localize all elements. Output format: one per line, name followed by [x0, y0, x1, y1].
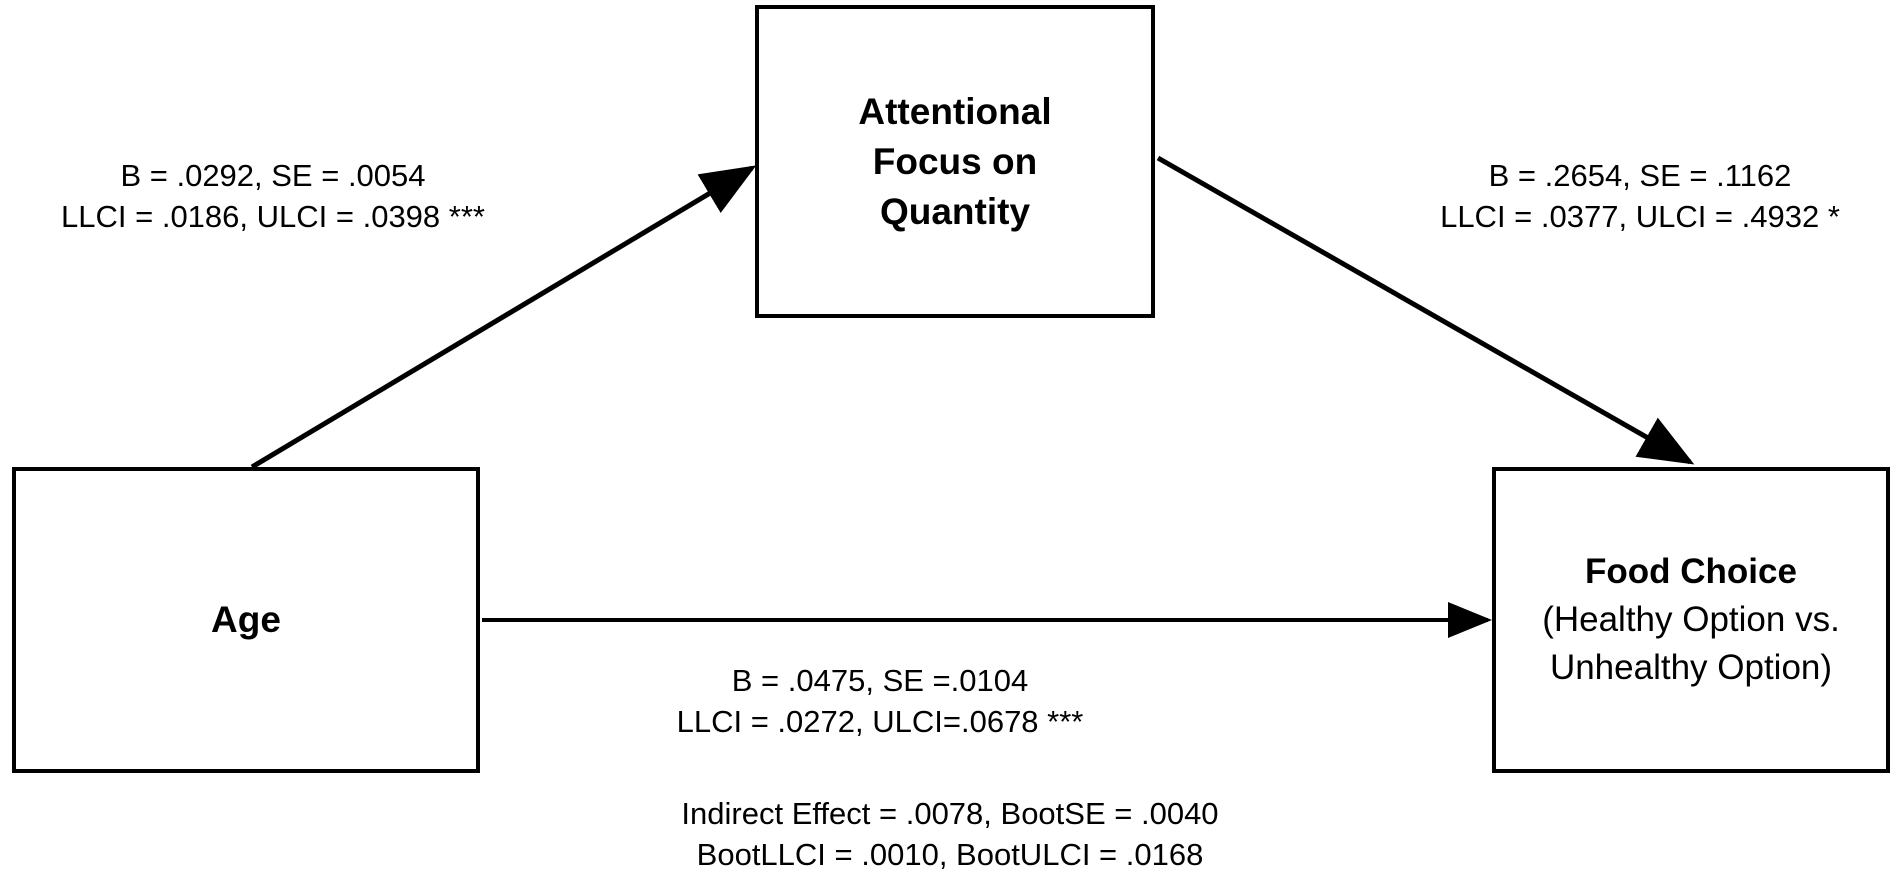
- edge-line-b-path: [1156, 155, 1695, 465]
- node-age: Age: [12, 467, 480, 773]
- edge-label-b-path: B = .2654, SE = .1162 LLCI = .0377, ULCI…: [1405, 155, 1875, 237]
- node-mediator-line-2: Focus on: [872, 140, 1038, 182]
- node-attentional-focus-on-quantity: Attentional Focus on Quantity: [755, 5, 1155, 318]
- node-outcome-line-3: Unhealthy Option): [1549, 648, 1833, 687]
- node-outcome-line-2: (Healthy Option vs.: [1542, 600, 1840, 639]
- node-mediator-line-3: Quantity: [879, 190, 1031, 232]
- edge-label-a-path-line-1: B = .0292, SE = .0054: [120, 158, 426, 193]
- edge-label-b-path-line-2: LLCI = .0377, ULCI = .4932 *: [1440, 199, 1840, 234]
- edge-line-a-path: [250, 165, 757, 470]
- node-outcome-line-1: Food Choice: [1585, 552, 1797, 591]
- edge-label-b-path-line-1: B = .2654, SE = .1162: [1488, 158, 1792, 193]
- edge-label-a-path: B = .0292, SE = .0054 LLCI = .0186, ULCI…: [38, 155, 508, 237]
- edge-label-c-path-line-1: B = .0475, SE =.0104: [731, 663, 1029, 698]
- indirect-effect-line-2: BootLLCI = .0010, BootULCI = .0168: [696, 837, 1204, 872]
- node-mediator-line-1: Attentional: [858, 90, 1052, 132]
- node-age-line-1: Age: [211, 599, 281, 640]
- edge-label-a-path-line-2: LLCI = .0186, ULCI = .0398 ***: [61, 199, 485, 234]
- edge-label-c-path-line-2: LLCI = .0272, ULCI=.0678 ***: [676, 704, 1084, 739]
- indirect-effect-line-1: Indirect Effect = .0078, BootSE = .0040: [681, 796, 1219, 831]
- node-food-choice: Food Choice (Healthy Option vs. Unhealth…: [1492, 467, 1890, 773]
- indirect-effect-label: Indirect Effect = .0078, BootSE = .0040 …: [600, 793, 1300, 875]
- edge-label-c-path: B = .0475, SE =.0104 LLCI = .0272, ULCI=…: [560, 660, 1200, 742]
